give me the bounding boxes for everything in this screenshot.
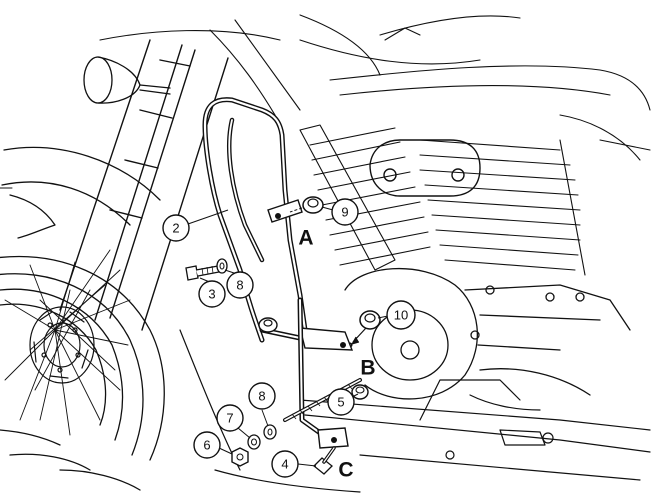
spacer-9-part bbox=[289, 196, 324, 214]
washer-8-lower-part bbox=[263, 424, 277, 440]
rocker-cover bbox=[369, 139, 481, 197]
callout-8-upper-label: 8 bbox=[236, 278, 243, 293]
callout-9: 9 bbox=[331, 198, 359, 226]
callout-8-upper: 8 bbox=[226, 271, 254, 299]
callout-7-label: 7 bbox=[226, 411, 233, 426]
callout-6-label: 6 bbox=[203, 438, 210, 453]
callout-2: 2 bbox=[162, 214, 190, 242]
callout-9-label: 9 bbox=[341, 205, 348, 220]
callout-8-lower-label: 8 bbox=[258, 389, 265, 404]
callout-8-lower: 8 bbox=[248, 382, 276, 410]
callout-3-label: 3 bbox=[208, 287, 215, 302]
callout-10-label: 10 bbox=[394, 308, 408, 323]
mount-point-a-label: A bbox=[298, 227, 313, 250]
nut-6-part bbox=[231, 447, 249, 467]
callout-4-label: 4 bbox=[281, 457, 288, 472]
callout-5-label: 5 bbox=[337, 395, 344, 410]
callout-7: 7 bbox=[216, 404, 244, 432]
upper-frame-lines bbox=[99, 14, 651, 161]
motorcycle-line-art bbox=[0, 14, 651, 493]
callout-6: 6 bbox=[193, 431, 221, 459]
engine-cylinders bbox=[299, 124, 586, 276]
bolt-4-part bbox=[313, 446, 336, 475]
wheel-spokes bbox=[4, 249, 131, 436]
mount-point-c-label: C bbox=[338, 459, 353, 482]
mount-point-b-label: B bbox=[360, 357, 375, 380]
lock-washer-7-part bbox=[247, 434, 261, 450]
bolt-3-part bbox=[185, 265, 220, 281]
washer-8-upper-part bbox=[216, 258, 228, 274]
spacer-5-part bbox=[351, 384, 369, 400]
lower-frame bbox=[179, 329, 651, 493]
callout-2-label: 2 bbox=[172, 221, 179, 236]
callout-5: 5 bbox=[327, 388, 355, 416]
callout-3: 3 bbox=[198, 280, 226, 308]
callout-10: 10 bbox=[386, 300, 416, 330]
front-wheel bbox=[0, 146, 165, 491]
callout-4: 4 bbox=[271, 450, 299, 478]
turn-signal bbox=[83, 56, 171, 104]
crankcase bbox=[344, 268, 631, 400]
spacer-10-part bbox=[350, 310, 381, 345]
brake-disc bbox=[29, 306, 95, 384]
